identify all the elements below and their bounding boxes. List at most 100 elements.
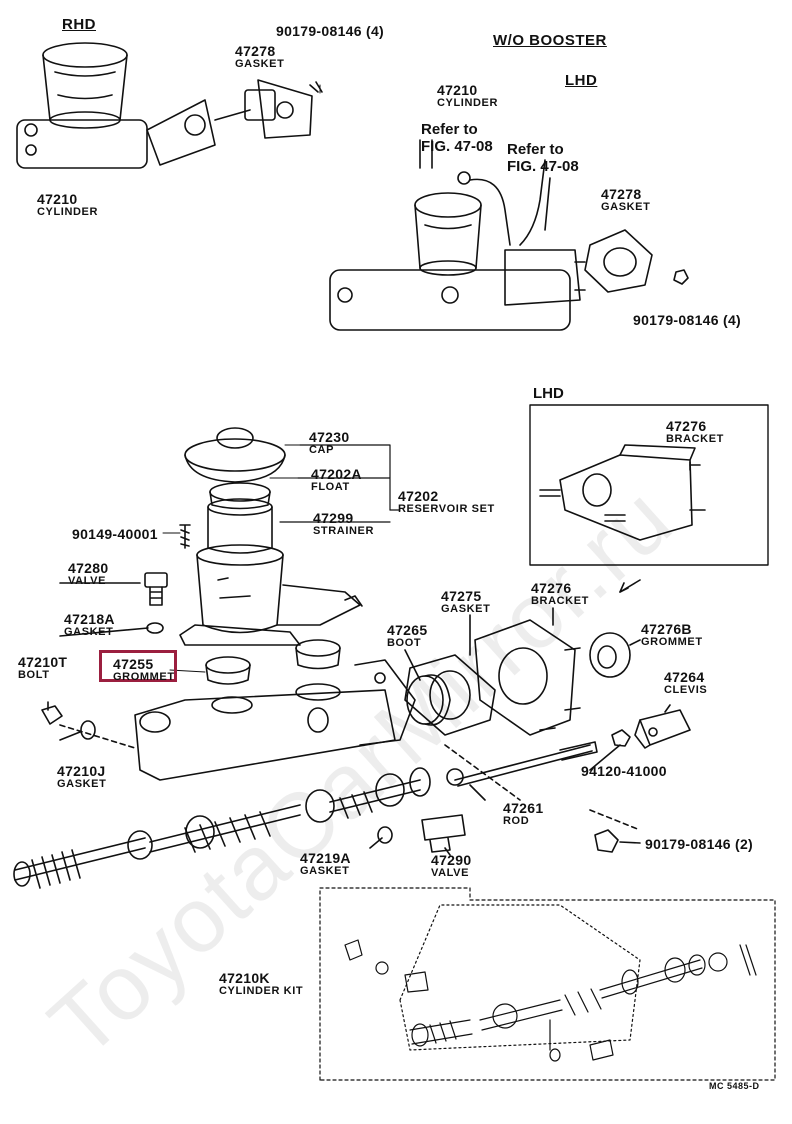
part-name: FLOAT bbox=[311, 481, 350, 493]
part-number: 47299 bbox=[313, 510, 354, 526]
part-number: 47210J bbox=[57, 763, 106, 779]
part-number: 90179-08146 (2) bbox=[645, 836, 754, 852]
part-number: 47280 bbox=[68, 560, 109, 576]
part-label-lhd-bolt[interactable]: 90179-08146 (4) bbox=[633, 313, 741, 327]
part-label-valve-47280[interactable]: 47280 VALVE bbox=[68, 561, 108, 587]
diagram-code: MC 5485-D bbox=[709, 1081, 760, 1091]
highlight-box-grommet-47255 bbox=[99, 650, 177, 682]
part-name: CYLINDER KIT bbox=[219, 985, 304, 997]
part-name: RESERVOIR SET bbox=[398, 503, 495, 515]
part-number: 47210 bbox=[37, 191, 78, 207]
lhd-cylinder-drawing bbox=[329, 159, 689, 331]
part-number: 47276 bbox=[666, 418, 707, 434]
refer-note-a-line1: Refer to bbox=[421, 121, 478, 138]
part-number: 47255 bbox=[113, 656, 154, 672]
part-number: 47276B bbox=[641, 621, 692, 637]
part-name: GROMMET bbox=[113, 671, 175, 683]
part-label-rhd-gasket[interactable]: 47278 GASKET bbox=[235, 44, 284, 70]
section-header-lhd-bracket: LHD bbox=[533, 385, 564, 402]
part-label-float[interactable]: 47202A FLOAT bbox=[311, 467, 362, 493]
part-number: 47264 bbox=[664, 669, 705, 685]
part-label-valve-47290[interactable]: 47290 VALVE bbox=[431, 853, 471, 879]
part-label-bolt-90179-2[interactable]: 90179-08146 (2) bbox=[645, 837, 753, 851]
part-name: BRACKET bbox=[666, 433, 724, 445]
part-label-bracket-47276[interactable]: 47276 BRACKET bbox=[531, 581, 589, 607]
part-name: GASKET bbox=[57, 778, 107, 790]
part-number: 90149-40001 bbox=[72, 526, 158, 542]
part-name: BRACKET bbox=[531, 595, 589, 607]
part-name: CLEVIS bbox=[664, 684, 708, 696]
part-name: CYLINDER bbox=[37, 206, 99, 218]
part-number: 47276 bbox=[531, 580, 572, 596]
part-label-rhd-bolt[interactable]: 90179-08146 (4) bbox=[276, 24, 384, 38]
part-label-strainer[interactable]: 47299 STRAINER bbox=[313, 511, 374, 537]
refer-note-a-line2: FIG. 47-08 bbox=[421, 138, 493, 155]
part-number: 47278 bbox=[601, 186, 642, 202]
cylinder-kit-drawing bbox=[344, 904, 757, 1062]
part-number: 94120-41000 bbox=[581, 763, 667, 779]
part-number: 90179-08146 (4) bbox=[276, 23, 385, 39]
part-label-rhd-cylinder[interactable]: 47210 CYLINDER bbox=[37, 192, 98, 218]
part-number: 47210K bbox=[219, 970, 270, 986]
cylinder-kit-frame bbox=[319, 887, 776, 1081]
part-name: VALVE bbox=[431, 867, 470, 879]
part-name: ROD bbox=[503, 815, 530, 827]
part-label-gasket-47219a[interactable]: 47219A GASKET bbox=[300, 851, 351, 877]
piston-assembly-drawing bbox=[13, 767, 431, 889]
part-name: VALVE bbox=[68, 575, 107, 587]
part-number: 47261 bbox=[503, 800, 544, 816]
part-number: 47218A bbox=[64, 611, 115, 627]
part-number: 47219A bbox=[300, 850, 351, 866]
part-name: GASKET bbox=[235, 58, 285, 70]
part-number: 47202 bbox=[398, 488, 439, 504]
part-label-grommet-47255[interactable]: 47255 GROMMET bbox=[113, 657, 175, 683]
lhd-bracket-inset-frame bbox=[529, 404, 769, 566]
part-label-gasket-47218a[interactable]: 47218A GASKET bbox=[64, 612, 115, 638]
part-label-cap[interactable]: 47230 CAP bbox=[309, 430, 349, 456]
part-label-reservoir-set[interactable]: 47202 RESERVOIR SET bbox=[398, 489, 495, 515]
part-name: GASKET bbox=[64, 626, 114, 638]
master-cylinder-body-drawing bbox=[134, 659, 416, 781]
section-header-rhd: RHD bbox=[62, 16, 96, 33]
part-name: BOLT bbox=[18, 669, 50, 681]
part-label-gasket-47275[interactable]: 47275 GASKET bbox=[441, 589, 490, 615]
lhd-bracket-drawing bbox=[539, 444, 706, 593]
part-label-lhd-bracket[interactable]: 47276 BRACKET bbox=[666, 419, 724, 445]
part-number: 90179-08146 (4) bbox=[633, 312, 742, 328]
rhd-cylinder-drawing bbox=[16, 42, 323, 169]
part-label-rod-47261[interactable]: 47261 ROD bbox=[503, 801, 543, 827]
part-label-lhd-cylinder[interactable]: 47210 CYLINDER bbox=[437, 83, 498, 109]
part-name: BOOT bbox=[387, 637, 422, 649]
part-number: 47265 bbox=[387, 622, 428, 638]
reservoir-drawing bbox=[179, 544, 363, 646]
part-number: 47278 bbox=[235, 43, 276, 59]
part-label-cylinder-kit-47210k[interactable]: 47210K CYLINDER KIT bbox=[219, 971, 303, 997]
part-number: 47210 bbox=[437, 82, 478, 98]
part-name: GROMMET bbox=[641, 636, 703, 648]
part-label-clevis-47264[interactable]: 47264 CLEVIS bbox=[664, 670, 707, 696]
part-label-screw[interactable]: 90149-40001 bbox=[72, 527, 158, 541]
part-number: 47275 bbox=[441, 588, 482, 604]
part-number: 47230 bbox=[309, 429, 350, 445]
part-name: GASKET bbox=[601, 201, 651, 213]
section-header-wo-booster: W/O BOOSTER bbox=[493, 32, 607, 49]
part-label-gasket-47210j[interactable]: 47210J GASKET bbox=[57, 764, 106, 790]
part-name: GASKET bbox=[441, 603, 491, 615]
part-label-bolt-47210t[interactable]: 47210T BOLT bbox=[18, 655, 67, 681]
part-label-boot-47265[interactable]: 47265 BOOT bbox=[387, 623, 427, 649]
part-number: 47202A bbox=[311, 466, 362, 482]
part-name: CAP bbox=[309, 444, 335, 456]
part-name: STRAINER bbox=[313, 525, 375, 537]
section-header-lhd: LHD bbox=[565, 72, 598, 89]
part-number: 47210T bbox=[18, 654, 68, 670]
part-name: CYLINDER bbox=[437, 97, 499, 109]
part-number: 47290 bbox=[431, 852, 472, 868]
part-label-lhd-gasket[interactable]: 47278 GASKET bbox=[601, 187, 650, 213]
float-drawing bbox=[209, 482, 271, 510]
part-label-grommet-47276b[interactable]: 47276B GROMMET bbox=[641, 622, 703, 648]
refer-note-b-line2: FIG. 47-08 bbox=[507, 158, 579, 175]
part-label-nut-94120[interactable]: 94120-41000 bbox=[581, 764, 667, 778]
refer-note-b-line1: Refer to bbox=[507, 141, 564, 158]
